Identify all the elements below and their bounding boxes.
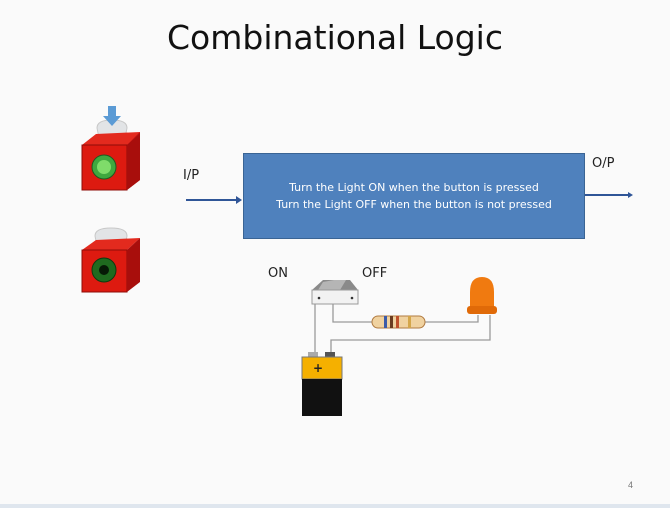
resistor-icon xyxy=(371,315,426,329)
logic-box: Turn the Light ON when the button is pre… xyxy=(243,153,585,239)
slide-bottom-edge xyxy=(0,504,670,508)
output-arrow xyxy=(584,192,633,198)
battery-plus-sign: + xyxy=(313,361,323,375)
logic-line-1: Turn the Light ON when the button is pre… xyxy=(289,181,539,194)
switch-icon xyxy=(311,280,359,305)
circuit-wires xyxy=(314,303,491,355)
battery-icon xyxy=(301,352,343,416)
logic-line-2: Turn the Light OFF when the button is no… xyxy=(276,198,552,211)
led-light-icon xyxy=(467,277,497,314)
input-arrow xyxy=(186,196,242,204)
unpressed-button-icon xyxy=(81,227,140,293)
on-label: ON xyxy=(268,266,288,281)
pressed-button-icon xyxy=(81,106,140,191)
input-label: I/P xyxy=(183,168,200,183)
off-label: OFF xyxy=(362,266,388,281)
slide-title: Combinational Logic xyxy=(167,18,503,57)
page-number: 4 xyxy=(628,480,634,490)
output-label: O/P xyxy=(592,156,615,171)
